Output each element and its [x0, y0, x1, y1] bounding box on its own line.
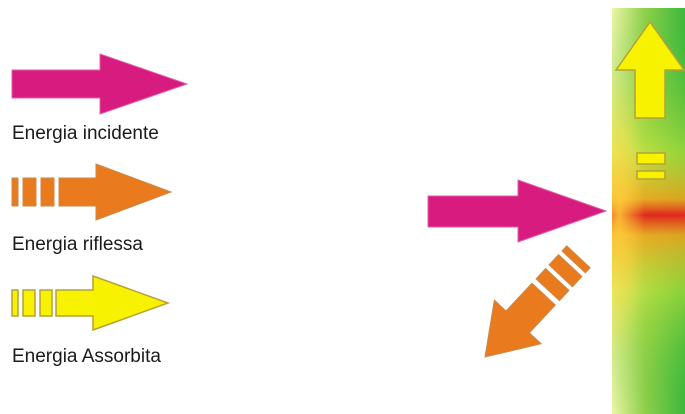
legend-incident-arrow-icon	[11, 53, 189, 115]
incident-energy-arrow-icon	[427, 179, 608, 243]
reflected-energy-arrow-icon	[484, 245, 591, 358]
legend-label-reflected: Energia riflessa	[12, 234, 143, 255]
legend-reflected-arrow-icon	[11, 163, 173, 221]
legend-label-absorbed: Energia Assorbita	[12, 346, 161, 367]
legend-absorbed-arrow-icon	[11, 274, 171, 332]
legend-label-incident: Energia incidente	[12, 123, 159, 144]
absorbed-energy-arrow-icon	[614, 20, 685, 180]
